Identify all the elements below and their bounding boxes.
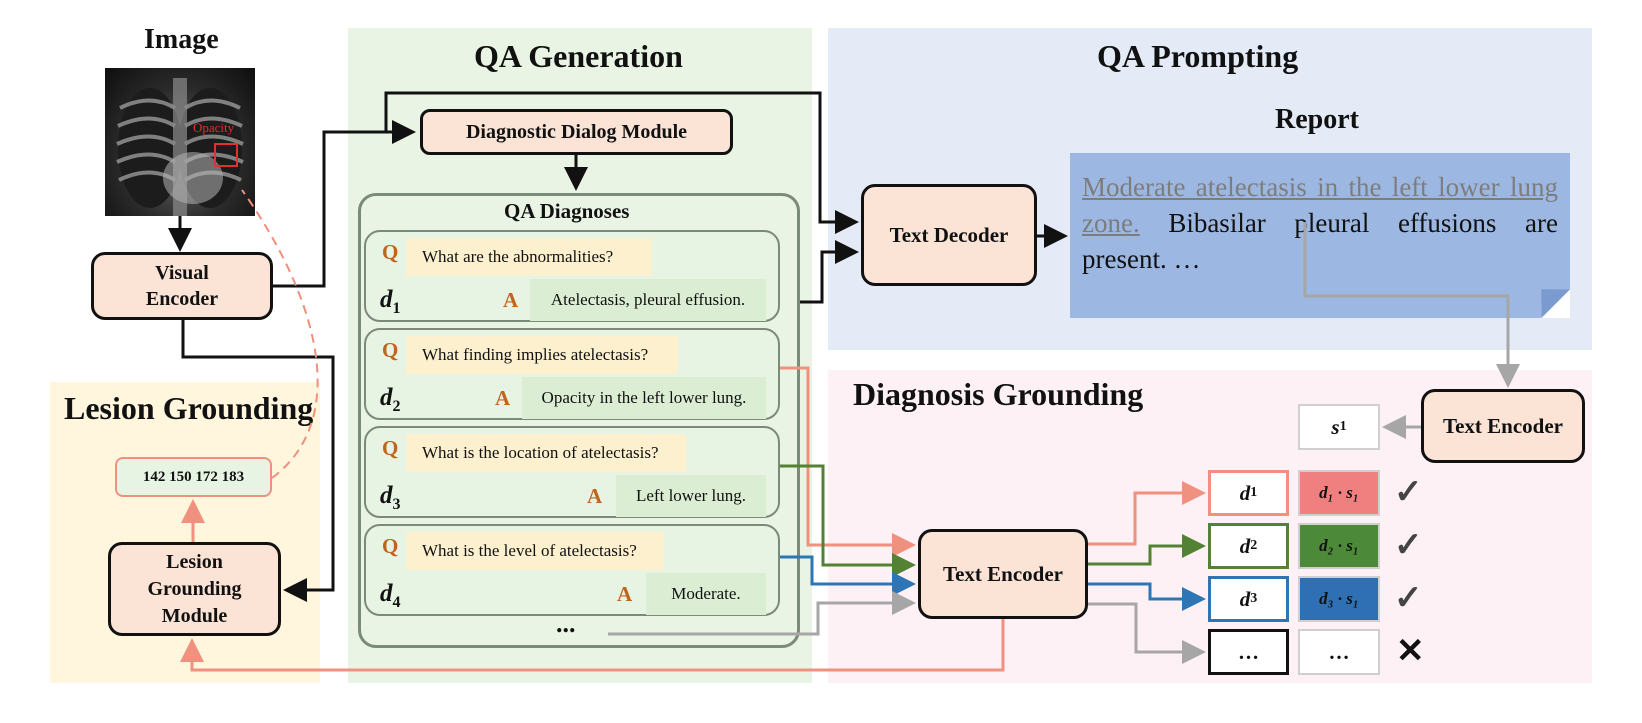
check-icon: ✓ <box>1394 527 1423 564</box>
report-underlined-sentence: Moderate atelectasis in the left lower l… <box>1082 172 1558 238</box>
answer-tag: A <box>587 484 603 508</box>
more-diagnoses-ellipsis: ... <box>556 609 576 638</box>
diagnosis-label: d2 <box>380 384 401 415</box>
question-tag: Q <box>382 534 399 558</box>
question-tag: Q <box>382 436 399 460</box>
question-text: What finding implies atelectasis? <box>406 336 678 374</box>
text-decoder-box: Text Decoder <box>861 184 1037 286</box>
qa-card-4: Q What is the level of atelectasis? d4 A… <box>364 524 780 616</box>
answer-tag: A <box>495 386 511 410</box>
diagnosis-grounding-heading: Diagnosis Grounding <box>853 376 1144 412</box>
cross-icon: ✕ <box>1396 633 1425 670</box>
question-text: What is the location of atelectasis? <box>406 434 686 472</box>
bbox-coordinates-box: 142 150 172 183 <box>115 457 272 497</box>
bbox-text: 142 150 172 183 <box>142 468 245 485</box>
report-panel: Moderate atelectasis in the left lower l… <box>1070 153 1570 318</box>
diagnosis-label: d4 <box>380 580 401 611</box>
qa-prompting-heading: QA Prompting <box>1097 38 1299 74</box>
similarity-score-d1: d₁ · s₁ <box>1298 470 1380 516</box>
similarity-score-d2: d₂ · s₁ <box>1298 523 1380 569</box>
lesion-grounding-module-box: Lesion Grounding Module <box>108 542 281 636</box>
answer-tag: A <box>503 288 519 312</box>
diagnosis-label: d3 <box>380 482 401 513</box>
diagnosis-embedding-more: … <box>1208 629 1289 675</box>
image-heading: Image <box>144 24 219 55</box>
report-title: Report <box>1275 104 1359 135</box>
qa-generation-heading: QA Generation <box>474 38 683 74</box>
qa-diagnoses-container <box>358 193 800 648</box>
qa-card-1: Q What are the abnormalities? d1 A Atele… <box>364 230 780 322</box>
answer-tag: A <box>617 582 633 606</box>
text-encoder-center-box: Text Encoder <box>918 529 1088 619</box>
answer-text: Opacity in the left lower lung. <box>522 377 766 419</box>
question-tag: Q <box>382 338 399 362</box>
answer-text: Atelectasis, pleural effusion. <box>530 279 766 321</box>
diagnostic-dialog-module-box: Diagnostic Dialog Module <box>420 109 733 155</box>
check-icon: ✓ <box>1394 474 1423 511</box>
answer-text: Left lower lung. <box>616 475 766 517</box>
question-text: What are the abnormalities? <box>406 238 652 276</box>
report-remaining-text: Bibasilar pleural effusions are present.… <box>1082 208 1558 274</box>
similarity-score-more: … <box>1298 629 1380 675</box>
check-icon: ✓ <box>1394 580 1423 617</box>
chest-xray-image: Opacity <box>105 68 255 216</box>
similarity-score-d3: d₃ · s₁ <box>1298 576 1380 622</box>
question-text: What is the level of atelectasis? <box>406 532 664 570</box>
qa-diagnoses-title: QA Diagnoses <box>504 199 630 223</box>
question-tag: Q <box>382 240 399 264</box>
lesion-grounding-heading: Lesion Grounding <box>64 390 314 426</box>
visual-encoder-box: Visual Encoder <box>91 252 273 320</box>
qa-card-2: Q What finding implies atelectasis? d2 A… <box>364 328 780 420</box>
text-encoder-top-box: Text Encoder <box>1421 389 1585 463</box>
opacity-annotation: Opacity <box>193 120 235 135</box>
diagnosis-label: d1 <box>380 286 401 317</box>
answer-text: Moderate. <box>646 573 766 615</box>
qa-card-3: Q What is the location of atelectasis? d… <box>364 426 780 518</box>
report-page-fold <box>1541 289 1570 318</box>
